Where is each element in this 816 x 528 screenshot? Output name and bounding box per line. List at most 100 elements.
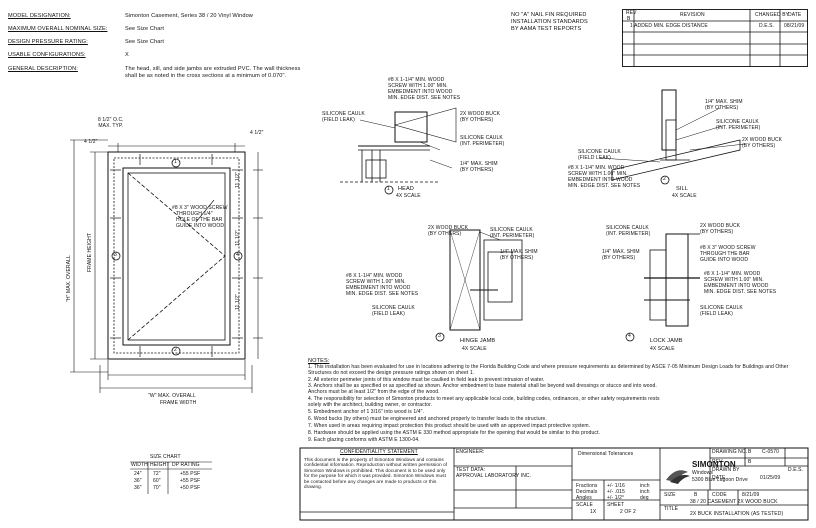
head-note-caulk-int-1: SILICONE CAULK — [460, 135, 503, 141]
tol-angles-label: Angles — [576, 495, 592, 501]
head-note-caulk-leak-1: SILICONE CAULK — [322, 111, 365, 117]
revision-header-text: REVISION — [680, 12, 705, 18]
sill-note-caulk-leak-1: SILICONE CAULK — [578, 149, 621, 155]
head-note-caulk-int-2: (INT. PERIMETER) — [460, 141, 505, 147]
lock-note-caulk-int-1: SILICONE CAULK — [606, 225, 649, 231]
elevation-callout-1: 1 — [174, 159, 177, 165]
elevation-screw-note-4: GUIDE INTO WOOD — [176, 223, 225, 229]
lock-title: LOCK JAMB — [650, 338, 683, 344]
hinge-note-caulk-leak-2: (FIELD LEAK) — [372, 311, 405, 317]
head-title: HEAD — [398, 186, 414, 192]
spec-label-description: GENERAL DESCRIPTION: — [8, 66, 78, 72]
sill-note-screw-1: #8 X 1-1/4" MIN. WOOD — [568, 165, 625, 171]
lock-note-caulk-leak-2: (FIELD LEAK) — [700, 311, 733, 317]
note-7: 7. When used in areas requiring impact p… — [308, 423, 591, 429]
elevation-overall-width: "W" MAX. OVERALL — [148, 393, 196, 399]
lock-note-screw3-1: #8 X 3" WOOD SCREW — [700, 245, 756, 251]
lock-note-screw-3: EMBEDMENT INTO WOOD — [704, 283, 769, 289]
hinge-callout: 3 — [438, 333, 441, 339]
size-chart-r1-w: 24" — [134, 471, 142, 477]
head-note-screw-1: #8 X 1-1/4" MIN. WOOD — [388, 77, 445, 83]
elevation-callout-3: 3 — [114, 252, 117, 258]
simonton-logo — [666, 470, 690, 484]
elevation-side-dim-3: 11 1/2" — [235, 293, 241, 310]
lock-callout: 4 — [628, 333, 631, 339]
size-chart-r1-h: 72" — [153, 471, 161, 477]
sheet-value: 2 OF 2 — [620, 509, 636, 515]
elevation-frame-height: FRAME HEIGHT — [87, 233, 93, 272]
tolerance-title: Dimensional Tolerances — [578, 451, 634, 457]
brand-tagline: Windows — [692, 470, 713, 476]
note-6: 6. Wood bucks (by others) must be engine… — [308, 416, 547, 422]
sill-note-shim-1: 1/4" MAX. SHIM — [705, 99, 743, 105]
lock-note-screw3-2: THROUGH THE BAR — [700, 251, 750, 257]
note-8: 8. Hardware should be applied using the … — [308, 430, 601, 436]
lock-note-shim-1: 1/4" MAX. SHIM — [602, 249, 640, 255]
elevation-overall-height: "H" MAX. OVERALL — [66, 255, 72, 302]
hinge-title: HINGE JAMB — [460, 338, 496, 344]
size-chart-r3-h: 70" — [153, 485, 161, 491]
spec-label-model: MODEL DESIGNATION: — [8, 13, 71, 19]
lock-note-screw-4: MIN. EDGE DIST. SEE NOTES — [704, 289, 777, 295]
size-chart-r3-w: 36" — [134, 485, 142, 491]
lock-note-screw-1: #8 X 1-1/4" MIN. WOOD — [704, 271, 761, 277]
confidentiality-title: CONFIDENTIALITY STATEMENT — [340, 449, 418, 455]
title-label: TITLE — [664, 506, 679, 512]
size-chart-r1-dp: +55 PSF — [180, 471, 201, 477]
elevation-screw-note-2: THROUGH 1/4" — [176, 211, 213, 217]
revision-row-date: 08/21/09 — [784, 23, 805, 29]
sill-title: SILL — [676, 186, 688, 192]
sill-note-caulk-leak-2: (FIELD LEAK) — [578, 155, 611, 161]
spec-value-size: See Size Chart — [125, 26, 165, 32]
size-chart-title: SIZE CHART — [150, 454, 181, 460]
note-9: 9. Each glazing conforms with ASTM E 130… — [308, 437, 420, 443]
elevation-top-dim-left: 4 1/2" — [84, 139, 98, 145]
tol-fractions-label: Fractions — [576, 483, 598, 489]
install-note-line-2: INSTALLATION STANDARDS — [511, 19, 588, 25]
scale-value: 1X — [590, 509, 597, 515]
tol-decimals-unit: inch — [640, 489, 650, 495]
spec-value-pressure: See Size Chart — [125, 39, 165, 45]
head-note-screw-4: MIN. EDGE DIST. SEE NOTES — [388, 95, 461, 101]
head-note-shim-2: (BY OTHERS) — [460, 167, 494, 173]
date-value: 01/25/09 — [760, 475, 781, 481]
sill-note-buck-2: (BY OTHERS) — [742, 143, 776, 149]
note-1: 1. This installation has been evaluated … — [308, 364, 789, 376]
hinge-note-caulk-leak-1: SILICONE CAULK — [372, 305, 415, 311]
size-chart-r2-dp: +55 PSF — [180, 478, 201, 484]
size-chart-r3-dp: +50 PSF — [180, 485, 201, 491]
elevation-frame-width: FRAME WIDTH — [160, 400, 197, 406]
note-3b: Anchors must be at least 1/2" from the e… — [308, 389, 440, 395]
lock-note-caulk-int-2: (INT. PERIMETER) — [606, 231, 651, 237]
sill-note-caulk-int-1: SILICONE CAULK — [716, 119, 759, 125]
sill-detail-drawing — [599, 89, 746, 185]
tol-angles-unit: deg — [640, 495, 649, 501]
revision-row-text: 1 ADDED MIN. EDGE DISTANCE — [630, 23, 708, 29]
code-label: CODE — [712, 492, 727, 498]
test-data-label: TEST DATA: — [456, 467, 486, 473]
revision-header-by: CHANGED BY — [755, 12, 790, 18]
revision-table — [622, 9, 808, 67]
sill-note-buck-1: 2X WOOD BUCK — [742, 137, 783, 143]
revision-header-date: DATE — [788, 12, 802, 18]
size-chart-header-width: WIDTH — [131, 462, 148, 468]
tol-decimals-value: +/- .015 — [607, 489, 625, 495]
test-data-value: APPROVAL LABORATORY INC. — [456, 473, 532, 479]
notes-title: NOTES: — [308, 358, 330, 364]
brand-address: 5300 Blue Lagoon Drive — [692, 477, 748, 483]
sill-note-screw-4: MIN. EDGE DIST. SEE NOTES — [568, 183, 641, 189]
head-callout: 1 — [387, 186, 390, 192]
tol-fractions-unit: inch — [640, 483, 650, 489]
hinge-note-buck-2: (BY OTHERS) — [428, 231, 462, 237]
lock-jamb-drawing — [625, 233, 700, 342]
engineer-label: ENGINEER: — [456, 449, 485, 455]
drawing-no-label: DRAWING NO. — [712, 449, 748, 455]
title-line-2: 2X BUCK INSTALLATION (AS TESTED) — [690, 511, 784, 517]
spec-label-pressure: DESIGN PRESSURE RATING: — [8, 39, 88, 45]
hinge-jamb-drawing — [435, 229, 523, 342]
size-chart-r2-h: 60" — [153, 478, 161, 484]
drawing-no-value: B — [748, 449, 752, 455]
size-chart-header-dp: DP RATING — [172, 462, 200, 468]
hinge-note-shim-1: 1/4" MAX. SHIM — [500, 249, 538, 255]
